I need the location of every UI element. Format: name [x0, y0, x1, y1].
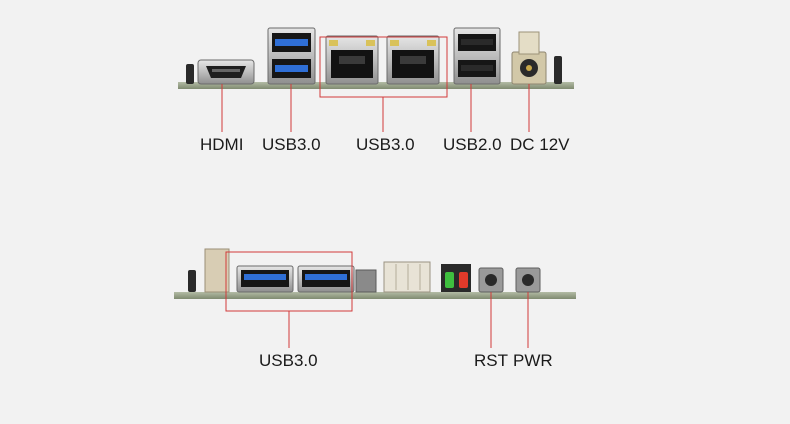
label-usb3-lan: USB3.0	[356, 135, 415, 154]
label-usb3-bottom: USB3.0	[259, 351, 318, 370]
hdmi-port	[197, 59, 255, 85]
top-board	[178, 27, 574, 132]
dc-jack	[511, 31, 547, 85]
top-pcb	[178, 82, 574, 89]
top-standoff-right	[554, 56, 562, 84]
usb3-stack-left	[267, 27, 316, 85]
rst-button	[478, 267, 504, 293]
bottom-standoff-left	[188, 270, 196, 292]
label-rst: RST	[474, 351, 508, 370]
label-pwr: PWR	[513, 351, 553, 370]
usb3-port-1	[236, 265, 294, 293]
fan-header	[383, 261, 431, 293]
label-usb2: USB2.0	[443, 135, 502, 154]
bottom-pcb	[174, 292, 576, 299]
top-standoff-left	[186, 64, 194, 84]
lan-port-1	[325, 35, 379, 85]
label-hdmi: HDMI	[200, 135, 244, 154]
led-block	[441, 264, 471, 292]
component-block	[355, 269, 377, 293]
label-dc-12v: DC 12V	[510, 135, 570, 154]
lan-port-2	[386, 35, 440, 85]
usb3-port-2	[297, 265, 355, 293]
label-usb3-left: USB3.0	[262, 135, 321, 154]
pwr-button	[515, 267, 541, 293]
header-connector-left	[204, 248, 230, 293]
usb2-stack	[453, 27, 501, 85]
bottom-board	[174, 248, 576, 348]
